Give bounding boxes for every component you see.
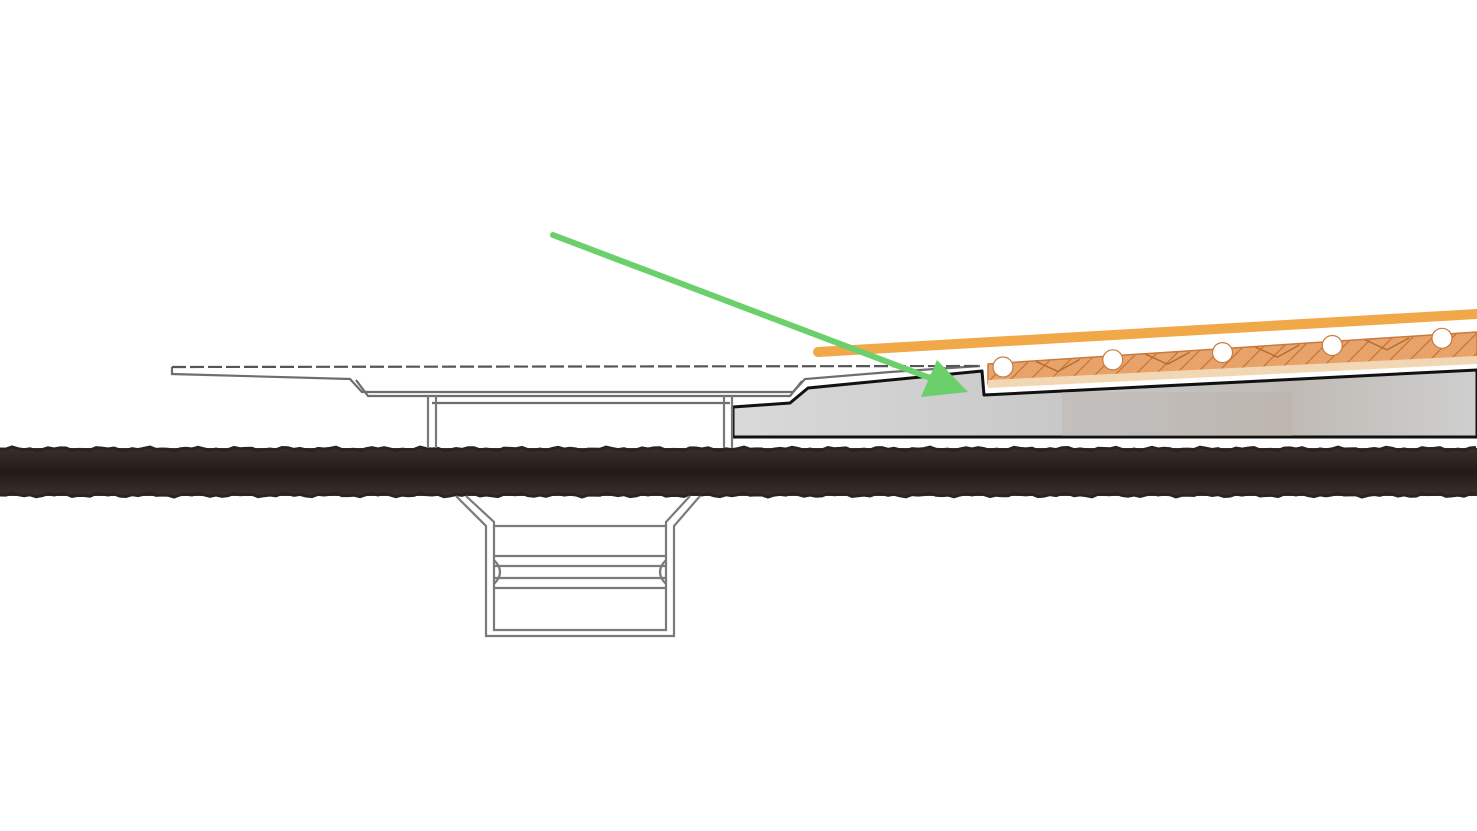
concrete-slab: [0, 445, 1477, 499]
membrane-dimple: [1255, 344, 1300, 358]
heating-membrane: [987, 327, 1477, 388]
sloped-mortar-bed: [731, 368, 1477, 439]
drain-flange: [170, 364, 981, 405]
membrane-stud: [992, 356, 1014, 378]
green-pointer-arrow: [550, 232, 968, 397]
membrane-dimple: [1035, 358, 1081, 373]
drain-outlet-pipe: [455, 495, 701, 638]
membrane-stud: [1102, 349, 1124, 371]
membrane-stud: [1321, 334, 1343, 357]
drain-body: [426, 396, 734, 448]
membrane-stud: [1431, 327, 1453, 349]
membrane-dimple: [1145, 351, 1190, 366]
membrane-stud: [1211, 342, 1234, 364]
orange-surface-line: [813, 309, 1477, 357]
membrane-dimple: [1364, 337, 1410, 351]
